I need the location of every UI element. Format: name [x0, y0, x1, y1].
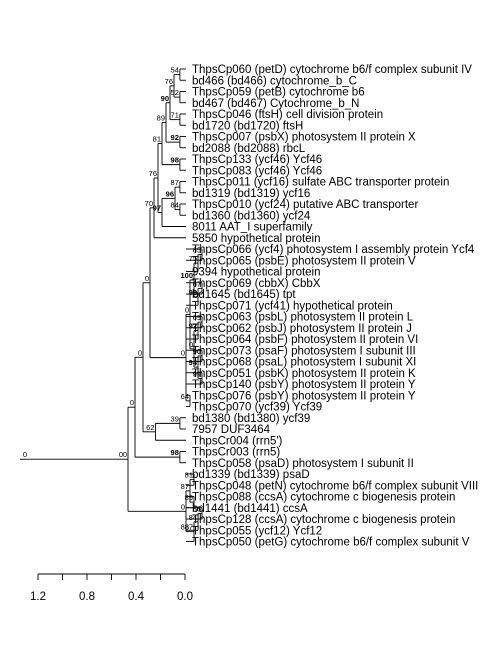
support-label: 0	[23, 450, 27, 459]
support-label: 86	[193, 504, 201, 513]
tip-label: bd1441 (bd1441) ccsA	[192, 503, 308, 515]
support-label: 98	[171, 156, 179, 165]
support-label: 64	[181, 392, 189, 401]
tip-label: ThpsCp055 (ycf12) Ycf12	[192, 525, 322, 537]
tip-label: ThpsCp050 (petG) cytochrome b6/f complex…	[192, 537, 470, 549]
tip-label: bd467 (bd467) Cytochrome_b_N	[192, 98, 360, 110]
tip-label: ThpsCp051 (psbK) photosystem II protein …	[192, 368, 416, 380]
support-label: 0	[145, 274, 149, 283]
support-label: 54	[171, 66, 179, 75]
support-label: 0	[138, 348, 142, 357]
support-label: 75	[189, 254, 197, 263]
support-label: 90	[161, 94, 169, 103]
tip-label: ThpsCp066 (ycf4) photosystem I assembly …	[192, 244, 475, 256]
tip-label: 7957 DUF3464	[192, 424, 271, 436]
tip-label: ThpsCp058 (psaD) photosystem I subunit I…	[192, 458, 414, 470]
support-label: 89	[157, 113, 165, 122]
tip-label: bd1339 (bd1339) psaD	[192, 469, 310, 481]
support-label: 76	[149, 169, 157, 178]
support-label: 71	[171, 111, 179, 120]
support-label: 96	[166, 189, 174, 198]
tip-label: ThpsCp046 (ftsH) cell division protein	[192, 109, 383, 121]
axis-tick-label: 0.0	[177, 591, 193, 603]
support-label: 98	[171, 448, 179, 457]
axis-tick-label: 0.8	[79, 591, 95, 603]
tip-label: ThpsCp070 (ycf39) Ycf39	[192, 402, 322, 414]
support-label: 85	[193, 246, 201, 255]
tip-label: bd1380 (bd1380) ycf39	[192, 413, 310, 425]
tip-label: ThpsCr004 (rrn5')	[192, 435, 283, 447]
tip-label: ThpsCp063 (psbL) photosystem II protein …	[192, 312, 414, 324]
tip-label: bd2088 (bd2088) rbcL	[192, 143, 306, 155]
support-label: 76	[165, 77, 173, 86]
support-label: 84	[189, 513, 197, 522]
tip-label: ThpsCp140 (psbY) photosystem II protein …	[192, 379, 416, 391]
support-label: 62	[146, 423, 154, 432]
tip-label: bd1720 (bd1720) ftsH	[192, 120, 303, 132]
axis-tick-label: 1.2	[30, 591, 46, 603]
support-label: 87	[181, 482, 189, 491]
tip-label: ThpsCp068 (psaL) photosystem I subunit X…	[192, 357, 416, 369]
tip-labels: ThpsCp060 (petD) cytochrome b6/f complex…	[192, 64, 478, 549]
support-label: 0	[181, 349, 185, 358]
tip-label: ThpsCp069 (cbbX) CbbX	[192, 278, 321, 290]
tip-label: ThpsCp088 (ccsA) cytochrome c biogenesis…	[192, 492, 455, 504]
tip-label: ThpsCp076 (psbY) photosystem II protein …	[192, 390, 416, 402]
tip-label: ThpsCp060 (petD) cytochrome b6/f complex…	[192, 64, 472, 76]
support-label: 70	[145, 199, 153, 208]
tip-label: ThpsCp073 (psaF) photosystem I subunit I…	[192, 345, 416, 357]
support-label: 88	[181, 523, 189, 532]
support-label: 97	[153, 203, 161, 212]
support-label: 92	[189, 322, 197, 331]
tip-label: ThpsCp064 (psbF) photosystem II protein …	[192, 334, 418, 346]
tip-label: bd466 (bd466) cytochrome_b_C	[192, 75, 357, 87]
tip-label: ThpsCp059 (petB) cytochrome b6	[192, 87, 365, 99]
scale-axis: 1.2 0.8 0.4 0.0	[30, 573, 193, 603]
support-label: 67	[193, 279, 201, 288]
tip-label: ThpsCp011 (ycf16) sulfate ABC transporte…	[192, 177, 449, 189]
support-label: 89	[185, 493, 193, 502]
tip-label: ThpsCp062 (psbJ) photosystem II protein …	[192, 323, 412, 335]
support-label: 0	[181, 502, 185, 511]
tip-label: ThpsCp010 (ycf24) putative ABC transport…	[192, 199, 418, 211]
support-label: 84	[171, 201, 179, 210]
support-label: 87	[171, 178, 179, 187]
support-label: 87	[185, 523, 193, 532]
tip-label: 5850 hypothetical protein	[192, 233, 321, 245]
support-label: 69	[193, 313, 201, 322]
support-label: 92	[171, 133, 179, 142]
support-label: 99	[193, 369, 201, 378]
tip-label: ThpsCp133 (ycf46) Ycf46	[192, 154, 322, 166]
tip-label: ThpsCp007 (psbX) photosystem II protein …	[192, 132, 416, 144]
support-label: 94	[189, 358, 198, 367]
support-label: 93	[189, 288, 197, 297]
support-label: 90	[193, 347, 201, 356]
tip-label: ThpsCp083 (ycf46) Ycf46	[192, 165, 322, 177]
support-label: 0	[189, 340, 193, 349]
support-label: 0	[123, 450, 127, 459]
tree-branches	[20, 68, 203, 542]
support-label: 0	[185, 305, 189, 314]
tip-label: ThpsCp128 (ccsA) cytochrome c biogenesis…	[192, 514, 455, 526]
tip-label: ThpsCr003 (rrn5)	[192, 447, 280, 459]
support-label: 39	[171, 414, 179, 423]
tip-label: bd1360 (bd1360) ycf24	[192, 210, 311, 222]
support-label: 0	[119, 450, 123, 459]
tip-label: 9394 hypothetical protein	[192, 267, 321, 279]
support-label: 81	[185, 471, 193, 480]
tip-label: bd1645 (bd1645) tpt	[192, 289, 296, 301]
support-label: 81	[153, 135, 161, 144]
tip-label: ThpsCp065 (psbE) photosystem II protein …	[192, 255, 416, 267]
tip-label: ThpsCp048 (petN) cytochrome b6/f complex…	[192, 480, 478, 492]
axis-tick-label: 0.4	[128, 591, 145, 603]
support-label: 100	[180, 271, 193, 280]
support-label: 0	[130, 398, 134, 407]
tip-label: bd1319 (bd1319) ycf16	[192, 188, 310, 200]
tip-label: ThpsCp071 (ycf41) hypothetical protein	[192, 300, 393, 312]
tip-label: 8011 AAT_I superfamily	[192, 222, 313, 234]
support-label: 52	[171, 88, 179, 97]
